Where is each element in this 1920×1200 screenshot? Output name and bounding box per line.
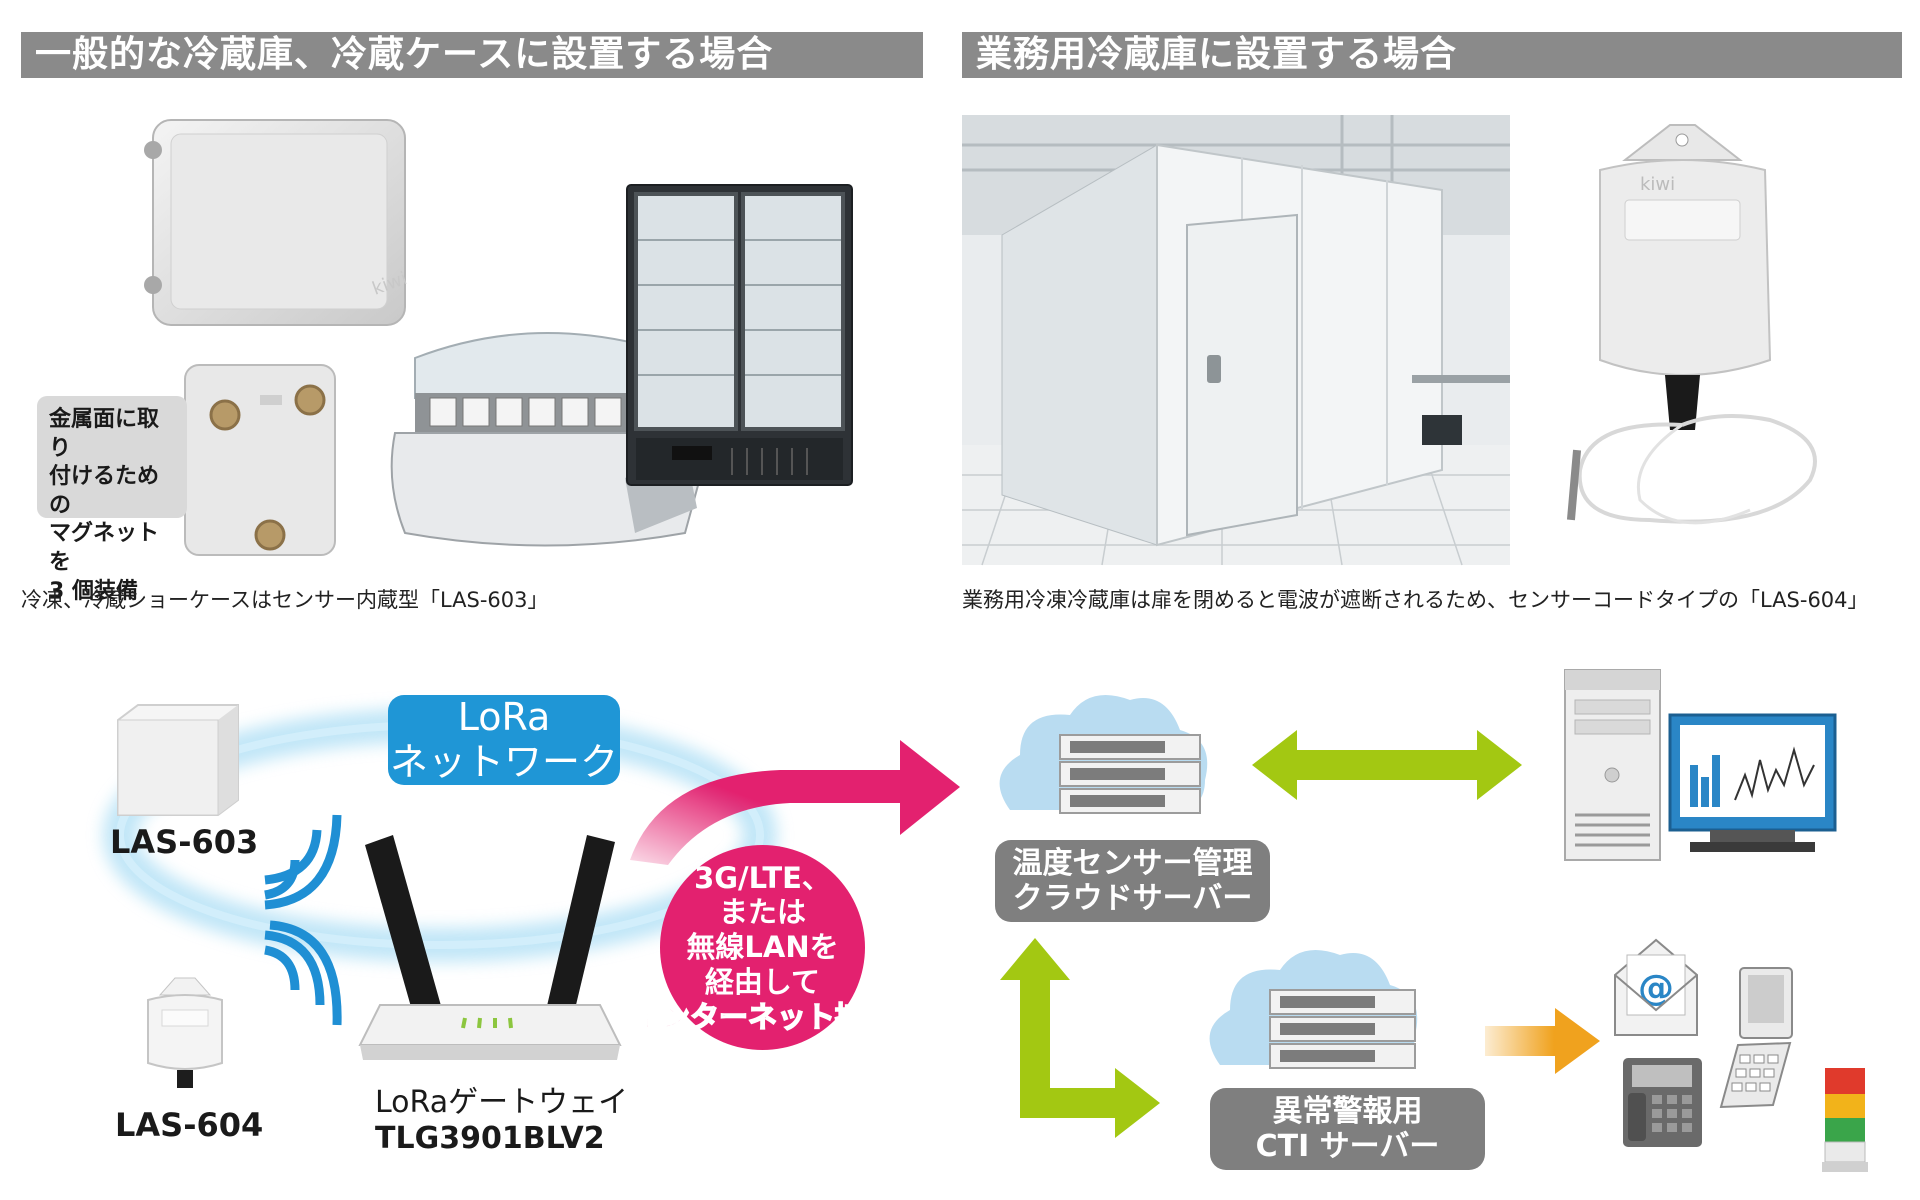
- alert-arrow: [1000, 938, 1160, 1138]
- mobile-phone-icon: [1719, 967, 1793, 1109]
- wifi-wave-icon-2: [263, 920, 342, 1026]
- right-section-title: 業務用冷蔵庫に設置する場合: [962, 32, 1902, 78]
- magnet-note-line-1: 金属面に取り: [49, 407, 160, 461]
- router-icon: [358, 835, 622, 1060]
- cti-server-label: 異常警報用 CTI サーバー: [1210, 1088, 1485, 1170]
- sensor-tag-photo: kiwi: [1566, 124, 1817, 525]
- gateway-label: LoRaゲートウェイ TLG3901BLV2: [375, 1085, 628, 1157]
- internet-connection-badge: 3G/LTE、 または 無線LANを 経由して インターネット接続: [631, 845, 894, 1050]
- svg-text:kiwi: kiwi: [1640, 174, 1675, 195]
- left-section-title: 一般的な冷蔵庫、冷蔵ケースに設置する場合: [21, 32, 923, 78]
- cti-server-line-1: 異常警報用: [1272, 1093, 1423, 1129]
- lora-network-line-1: LoRa: [457, 695, 551, 740]
- gateway-line-1: LoRaゲートウェイ: [375, 1085, 629, 1120]
- upright-fridge-photo: [626, 184, 853, 486]
- connection-line-1: 3G/LTE、: [694, 860, 831, 895]
- sensor-box-icon: [117, 704, 239, 816]
- cti-server-line-2: CTI サーバー: [1255, 1129, 1440, 1164]
- gateway-line-2: TLG3901BLV2: [375, 1121, 605, 1156]
- svg-text:@: @: [1638, 968, 1674, 1009]
- notify-arrow: [1485, 1008, 1600, 1074]
- wifi-wave-icon: [264, 814, 342, 910]
- connection-line-3: 無線LANを: [686, 930, 839, 965]
- cloud-server-line-1: 温度センサー管理: [1012, 845, 1253, 881]
- magnet-note-line-4: 3 個装備: [49, 578, 138, 604]
- sensor-box-photo: kiwi: [144, 119, 410, 326]
- phone-icon: [1623, 1058, 1702, 1147]
- cloud-server-line-2: クラウドサーバー: [1012, 881, 1253, 916]
- internet-arrow: [630, 740, 960, 865]
- magnet-note: 金属面に取り 付けるための マグネットを 3 個装備: [37, 396, 187, 604]
- sensor-box-back-photo: [184, 364, 336, 556]
- signal-tower-icon: [1822, 1068, 1868, 1172]
- lora-network-line-2: ネットワーク: [389, 740, 618, 784]
- connection-line-5: インターネット接続: [631, 999, 894, 1034]
- lora-network-label: LoRa ネットワーク: [388, 695, 620, 785]
- computer-icon: [1564, 669, 1837, 861]
- right-caption: 業務用冷凍冷蔵庫は扉を閉めると電波が遮断されるため、センサーコードタイプの「LA…: [962, 588, 1869, 612]
- magnet-note-line-3: マグネットを: [49, 521, 160, 575]
- sensor-tag-icon: [147, 977, 223, 1088]
- walk-in-fridge-photo: [962, 115, 1510, 566]
- email-icon: @: [1614, 938, 1698, 1036]
- cti-server-icon: [1209, 950, 1418, 1069]
- sensor-604-label: LAS-604: [115, 1106, 264, 1144]
- cloud-server-icon: [999, 695, 1208, 814]
- sync-arrow: [1252, 730, 1522, 800]
- sensor-603-label: LAS-603: [110, 823, 259, 861]
- connection-line-4: 経由して: [704, 964, 821, 999]
- cloud-server-label: 温度センサー管理 クラウドサーバー: [995, 840, 1270, 922]
- connection-line-2: または: [718, 895, 806, 930]
- left-caption: 冷凍、冷蔵ショーケースはセンサー内蔵型「LAS-603」: [21, 588, 549, 612]
- magnet-note-line-2: 付けるための: [49, 464, 160, 518]
